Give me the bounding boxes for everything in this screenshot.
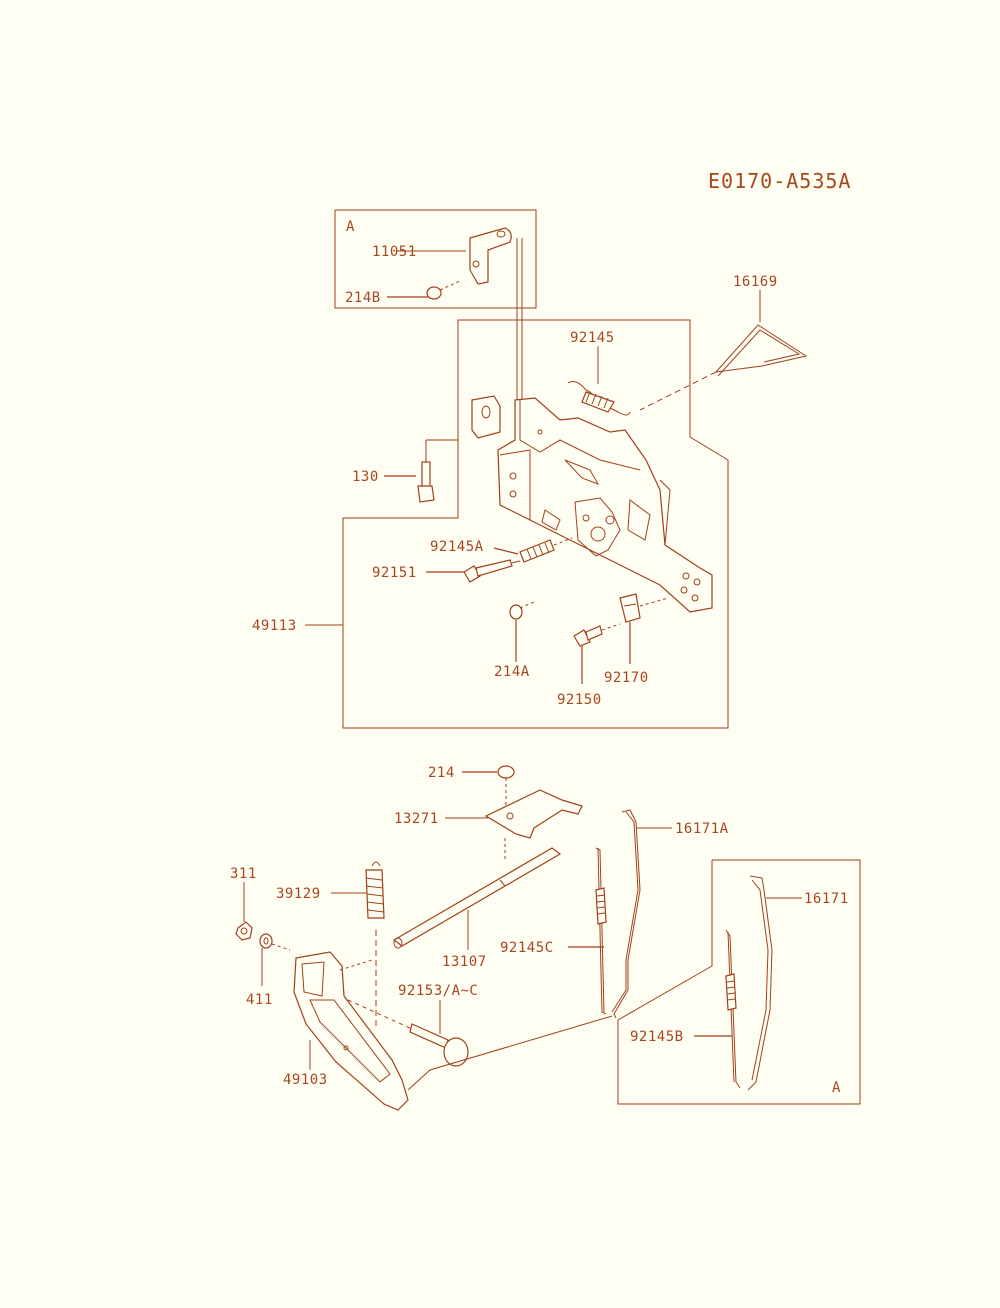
label-311: 311: [230, 866, 257, 882]
part-11051-bracket: [469, 227, 512, 285]
inset-box-a-bottom: A: [617, 859, 861, 1105]
part-92145C-rod-spring: [595, 847, 607, 1015]
part-214-screw: [497, 765, 515, 808]
part-92153-pin: [347, 999, 469, 1067]
label-16171: 16171: [804, 891, 849, 907]
part-92145A-spring: [519, 537, 573, 563]
box-marker-inset: A: [832, 1080, 841, 1096]
label-92145C: 92145C: [500, 940, 554, 956]
label-49113: 49113: [252, 618, 297, 634]
label-49103: 49103: [283, 1072, 328, 1088]
part-92170-clamp: [619, 593, 669, 623]
label-214B: 214B: [345, 290, 381, 306]
part-92150-bolt: [573, 623, 621, 647]
part-39129-spring: [365, 861, 385, 1030]
inset-box-a-top: A: [334, 209, 537, 309]
label-39129: 39129: [276, 886, 321, 902]
label-214: 214: [428, 765, 455, 781]
part-upper-bracket: [471, 395, 501, 439]
part-control-plate: [497, 397, 713, 613]
leader-92145A: [493, 547, 519, 555]
label-92145: 92145: [570, 330, 615, 346]
part-13107-shaft: [392, 847, 562, 949]
label-92145A: 92145A: [430, 539, 484, 555]
part-92151-bolt: [463, 559, 521, 583]
part-214A-screw: [509, 601, 535, 620]
label-11051: 11051: [372, 244, 417, 260]
part-92145B-rod-spring: [725, 929, 741, 1089]
label-92150: 92150: [557, 692, 602, 708]
part-13271-plate: [484, 789, 583, 839]
diagram-code: E0170-A535A: [708, 169, 851, 193]
part-214B-screw: [426, 279, 463, 300]
box-marker-top: A: [346, 219, 355, 235]
part-130-bolt: [417, 439, 458, 503]
label-16171A: 16171A: [675, 821, 729, 837]
label-16169: 16169: [733, 274, 778, 290]
part-16169-link: [639, 324, 808, 411]
label-13271: 13271: [394, 811, 439, 827]
label-92170: 92170: [604, 670, 649, 686]
part-311-nut: [235, 921, 253, 941]
part-16171A-rod: [611, 809, 641, 1019]
label-92151: 92151: [372, 565, 417, 581]
label-92145B: 92145B: [630, 1029, 684, 1045]
label-214A: 214A: [494, 664, 530, 680]
label-13107: 13107: [442, 954, 487, 970]
assembly-box-49113: [342, 319, 729, 729]
part-16171-rod: [747, 875, 773, 1091]
label-130: 130: [352, 469, 379, 485]
part-49103-lever: [293, 951, 409, 1111]
label-411: 411: [246, 992, 273, 1008]
part-92145-spring: [567, 381, 631, 416]
part-411-washer: [259, 933, 291, 951]
label-92153: 92153/A~C: [398, 983, 478, 999]
